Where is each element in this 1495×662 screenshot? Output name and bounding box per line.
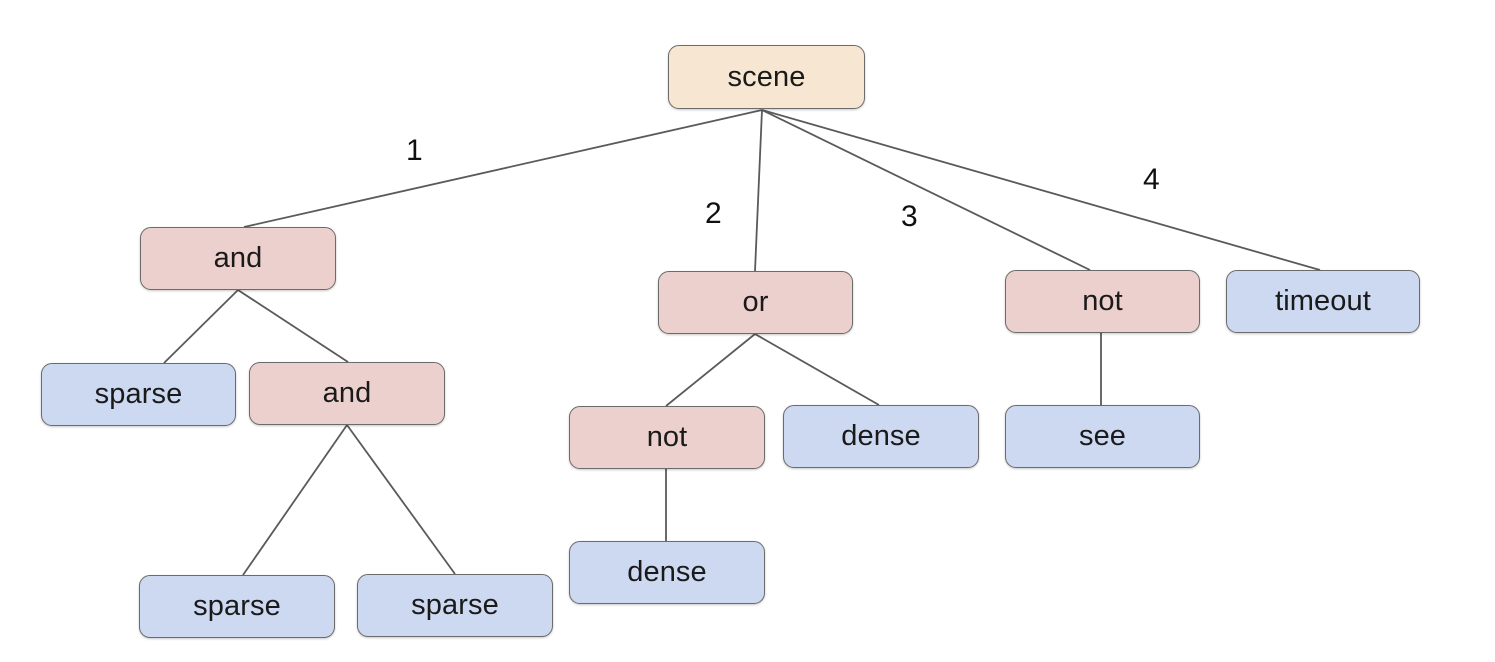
tree-node-label: sparse	[193, 590, 281, 622]
tree-node-label: see	[1078, 420, 1127, 452]
tree-edge	[242, 424, 348, 576]
tree-edge	[243, 109, 763, 228]
tree-node-dense2[interactable]: dense	[569, 541, 765, 604]
tree-node-label: sparse	[411, 589, 499, 621]
edge-label-3: 3	[901, 200, 918, 233]
tree-node-and1[interactable]: and	[140, 227, 336, 290]
tree-node-sparse2[interactable]: sparse	[139, 575, 335, 638]
tree-node-label: not	[646, 421, 688, 453]
tree-node-not1[interactable]: not	[569, 406, 765, 469]
tree-node-and2[interactable]: and	[249, 362, 445, 425]
tree-node-label: or	[742, 286, 769, 318]
tree-node-label: and	[213, 242, 263, 274]
tree-node-dense1[interactable]: dense	[783, 405, 979, 468]
tree-edge	[665, 333, 756, 407]
tree-node-label: dense	[627, 556, 707, 588]
edge-label-4: 4	[1143, 163, 1160, 196]
tree-edge	[761, 109, 1321, 271]
tree-node-label: not	[1082, 285, 1123, 317]
tree-node-see1[interactable]: see	[1005, 405, 1200, 468]
tree-node-scene[interactable]: scene	[668, 45, 865, 109]
tree-edge	[761, 109, 1091, 271]
tree-node-label: and	[322, 377, 372, 409]
tree-node-or1[interactable]: or	[658, 271, 853, 334]
tree-node-label: dense	[841, 420, 921, 452]
tree-node-timeout1[interactable]: timeout	[1226, 270, 1420, 333]
tree-node-label: scene	[727, 60, 806, 93]
tree-edge	[237, 289, 349, 363]
tree-edge	[163, 289, 239, 364]
tree-node-not2[interactable]: not	[1005, 270, 1200, 333]
tree-node-sparse3[interactable]: sparse	[357, 574, 553, 637]
edge-label-1: 1	[406, 134, 423, 167]
edge-label-2: 2	[705, 197, 722, 230]
tree-edge	[754, 109, 763, 272]
tree-edge	[754, 333, 880, 406]
tree-node-sparse1[interactable]: sparse	[41, 363, 236, 426]
tree-node-label: sparse	[94, 378, 183, 410]
tree-node-label: timeout	[1275, 285, 1371, 317]
tree-edge	[346, 424, 456, 575]
